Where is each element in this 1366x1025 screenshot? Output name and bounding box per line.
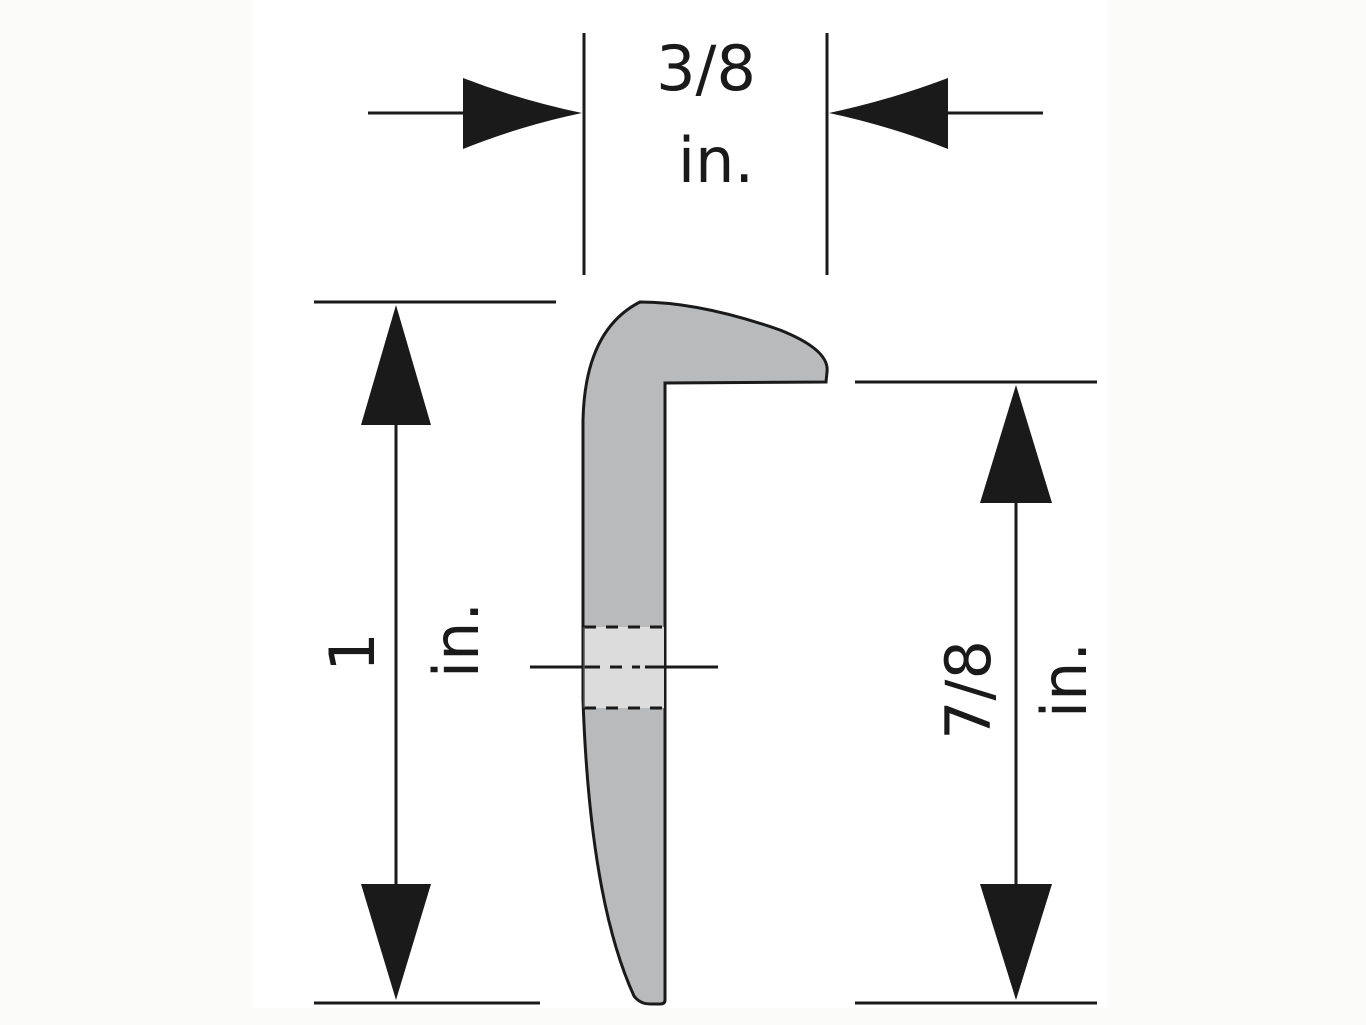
width-unit: in. (678, 124, 754, 197)
arrowhead-up-icon (361, 305, 431, 425)
width-value: 3/8 (656, 32, 756, 105)
arrowhead-down-icon (361, 884, 431, 1000)
total-height-dimension (314, 300, 556, 1005)
arrowhead-up-icon (980, 385, 1052, 503)
leg-height-unit: in. (1028, 642, 1101, 718)
trim-profile (530, 300, 829, 1006)
arrowhead-left-icon (829, 78, 948, 149)
total-height-value: 1 (316, 632, 389, 671)
leg-height-dimension (855, 380, 1097, 1005)
total-height-unit: in. (420, 602, 493, 678)
arrowhead-right-icon (463, 78, 582, 149)
width-dimension (368, 33, 1043, 275)
arrowhead-down-icon (980, 884, 1052, 1000)
leg-height-value: 7/8 (932, 640, 1005, 740)
profile-shape (581, 300, 829, 1006)
